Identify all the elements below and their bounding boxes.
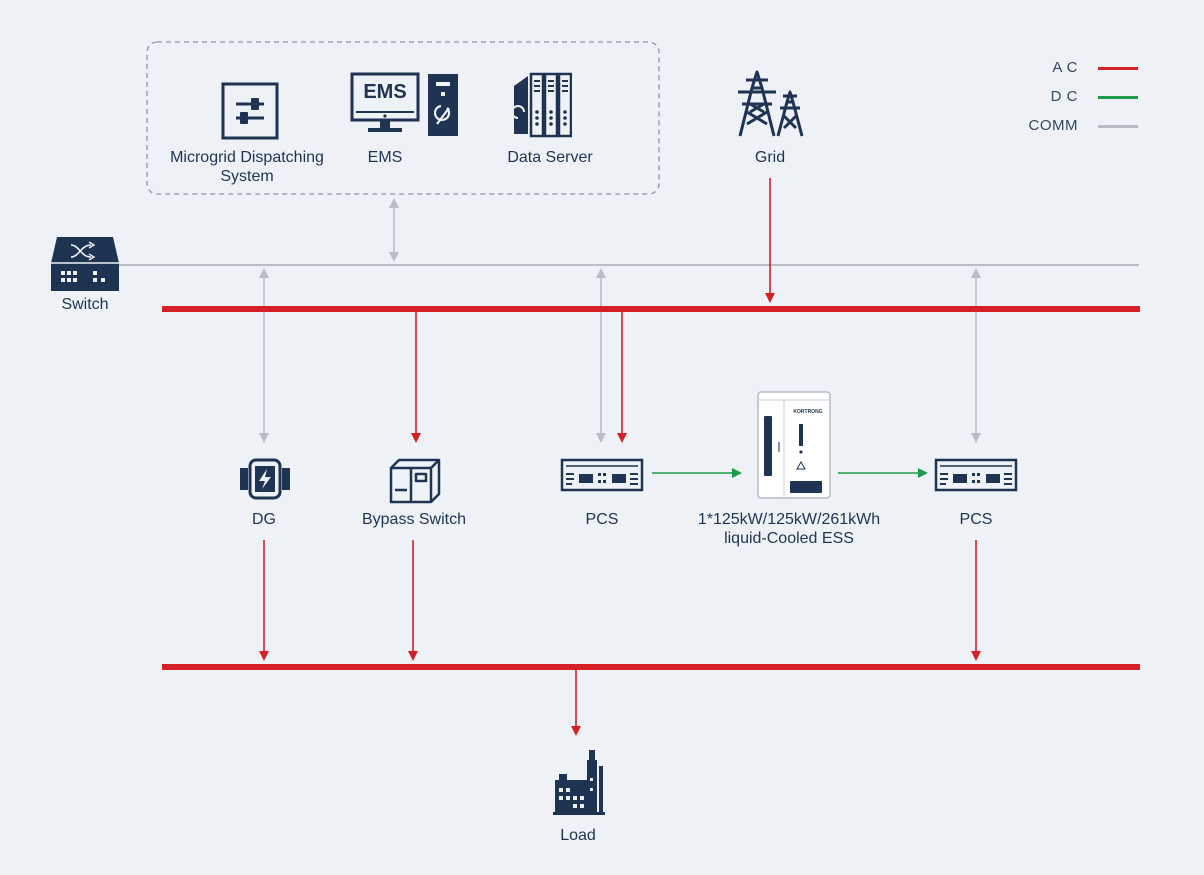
pcs-right-label: PCS	[959, 511, 993, 528]
ess-cabinet-icon	[757, 391, 831, 499]
ems-label: EMS	[367, 149, 403, 166]
ems-computer-icon	[350, 72, 458, 136]
pcs-inverter-icon	[934, 458, 1018, 492]
pcs-inverter-icon	[560, 458, 644, 492]
pcs-left-label: PCS	[585, 511, 619, 528]
legend-dc-label: D C	[1050, 88, 1078, 105]
diesel-generator-icon	[240, 458, 290, 500]
load-label: Load	[560, 827, 596, 844]
bypass-switch-cabinet-icon	[389, 458, 441, 504]
legend-comm-line	[1098, 125, 1138, 128]
network-switch-icon	[51, 237, 119, 291]
factory-load-icon	[553, 750, 605, 815]
legend-ac-line	[1098, 67, 1138, 70]
ess-label-1: 1*125kW/125kW/261kWh	[697, 511, 881, 528]
data-server-icon	[512, 72, 572, 138]
grid-label: Grid	[754, 149, 786, 166]
microgrid-dispatching-label-1: Microgrid Dispatching	[170, 149, 324, 166]
legend-comm-label: COMM	[1028, 117, 1078, 134]
microgrid-dispatching-label-2: System	[220, 168, 274, 185]
ems-screen-text: EMS	[363, 81, 407, 103]
transmission-tower-icon	[738, 70, 804, 137]
switch-label: Switch	[61, 296, 109, 313]
legend-dc-line	[1098, 96, 1138, 99]
data-server-label: Data Server	[507, 149, 593, 166]
legend-ac-label: A C	[1052, 59, 1078, 76]
control-group-box	[146, 41, 660, 195]
ess-label-2: liquid-Cooled ESS	[724, 530, 854, 547]
ess-brand-text: KORTRONG	[793, 409, 823, 415]
dg-label: DG	[252, 511, 276, 528]
bypass-switch-label: Bypass Switch	[361, 511, 467, 528]
sliders-icon	[221, 82, 279, 140]
